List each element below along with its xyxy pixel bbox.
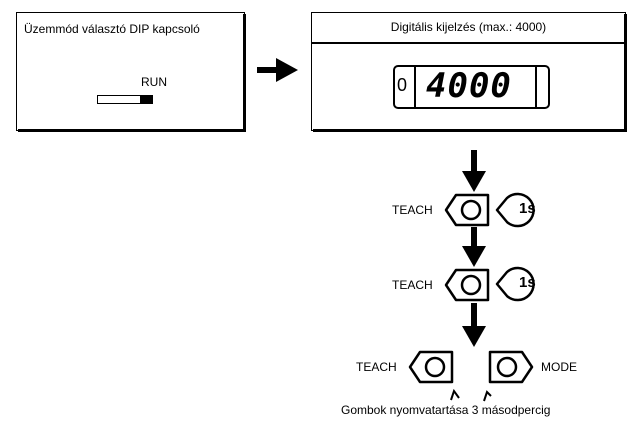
dip-switch-slider[interactable] (97, 95, 153, 104)
button-icon (488, 350, 534, 384)
dip-switch-panel (16, 12, 245, 131)
run-label: RUN (141, 75, 167, 89)
final-teach-label: TEACH (356, 360, 397, 374)
lcd-right-divider (535, 65, 537, 109)
display-panel-shadow (624, 14, 627, 132)
button-icon (444, 193, 490, 227)
arrow-down-icon (462, 227, 486, 267)
lcd-left-divider (414, 65, 416, 109)
display-header-divider (311, 42, 626, 44)
dip-switch-panel-shadow-bottom (18, 129, 246, 132)
arrow-down-icon (462, 303, 486, 347)
hold-1s-icon (495, 192, 535, 228)
button-icon (408, 350, 454, 384)
final-mode-label: MODE (541, 360, 577, 374)
hold-1s-icon (495, 266, 535, 302)
display-panel (311, 12, 626, 131)
step2-teach-label: TEACH (392, 278, 433, 292)
press-mark-icon (450, 388, 492, 402)
final-caption: Gombok nyomvatartása 3 másodpercig (341, 403, 551, 417)
dip-switch-title: Üzemmód választó DIP kapcsoló (24, 22, 200, 36)
display-panel-shadow-bottom (313, 129, 627, 132)
button-icon (444, 268, 490, 302)
lcd-frame (393, 65, 550, 109)
dip-switch-panel-shadow (243, 14, 246, 132)
step1-teach-label: TEACH (392, 203, 433, 217)
step1-hold-label: 1s (519, 200, 536, 217)
arrow-right-icon (257, 58, 298, 82)
lcd-left-digit: 0 (397, 75, 408, 95)
arrow-down-icon (462, 150, 486, 192)
lcd-value: 4000 (426, 66, 512, 106)
dip-switch-knob (140, 96, 152, 103)
step2-hold-label: 1s (519, 274, 536, 291)
display-title: Digitális kijelzés (max.: 4000) (390, 20, 547, 34)
